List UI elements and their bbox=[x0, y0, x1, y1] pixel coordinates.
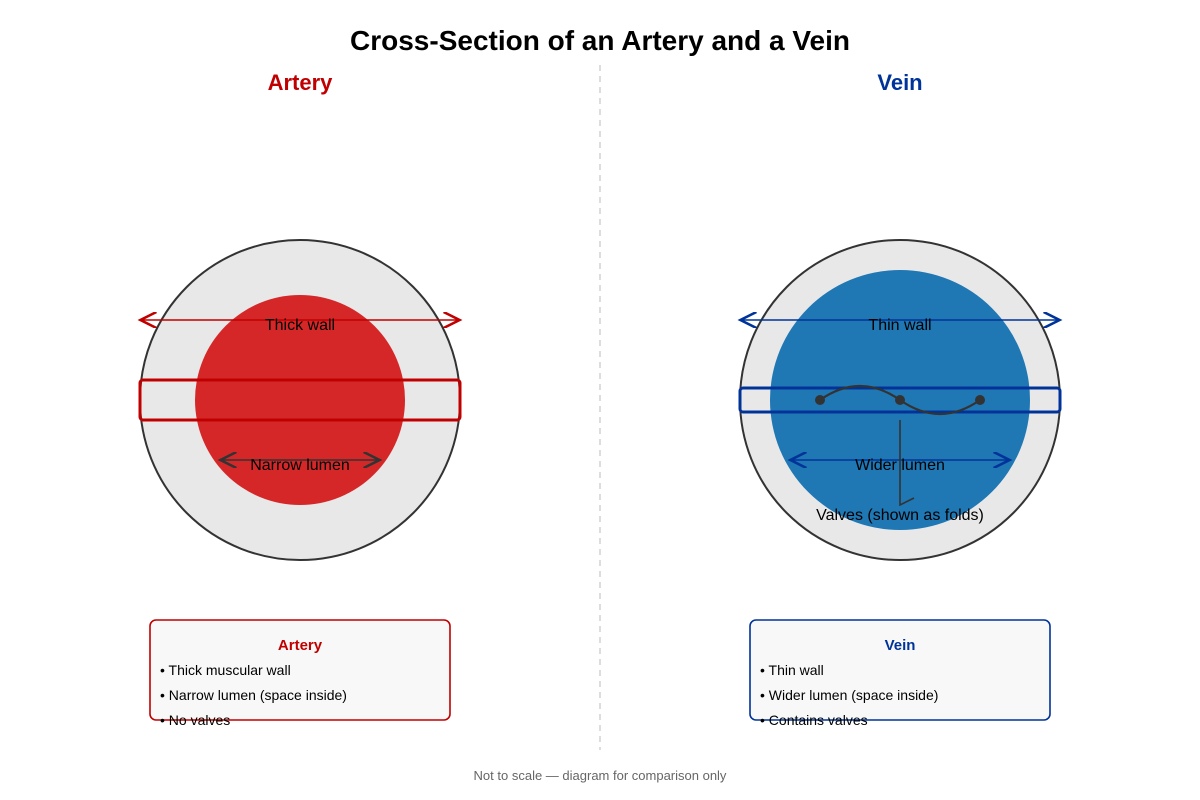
vein-legend: Vein • Thin wall • Wider lumen (space in… bbox=[749, 619, 1051, 728]
vein-wall-label: Thin wall bbox=[868, 317, 931, 334]
valve-point bbox=[895, 395, 905, 405]
artery-lumen-label: Narrow lumen bbox=[250, 457, 350, 474]
vein-legend-box bbox=[749, 619, 1051, 721]
artery-legend-item: • Narrow lumen (space inside) bbox=[160, 687, 347, 703]
artery-legend-item: • No valves bbox=[160, 712, 230, 728]
valve-label: Valves (shown as folds) bbox=[816, 507, 984, 524]
valve-point bbox=[815, 395, 825, 405]
diagram-title: Cross-Section of an Artery and a Vein bbox=[350, 25, 850, 56]
footnote: Not to scale — diagram for comparison on… bbox=[474, 768, 727, 783]
artery-section-band bbox=[138, 378, 462, 422]
artery-panel: Artery Thick wall Narrow lumen Artery • … bbox=[140, 70, 460, 728]
vein-panel: Vein Thin wall Wider lumen Valves (shown… bbox=[740, 70, 1060, 728]
artery-legend: Artery • Thick muscular wall • Narrow lu… bbox=[149, 619, 451, 728]
vein-section-band bbox=[738, 386, 1062, 414]
vein-legend-item: • Contains valves bbox=[760, 712, 868, 728]
vein-legend-title: Vein bbox=[885, 637, 916, 654]
vein-legend-item: • Thin wall bbox=[760, 662, 824, 678]
valve-point bbox=[975, 395, 985, 405]
artery-legend-title: Artery bbox=[278, 637, 323, 654]
artery-legend-item: • Thick muscular wall bbox=[160, 662, 291, 678]
artery-heading: Artery bbox=[268, 70, 334, 95]
vein-heading: Vein bbox=[877, 70, 922, 95]
artery-legend-box bbox=[149, 619, 451, 721]
valve-pointer bbox=[899, 420, 915, 507]
vein-legend-item: • Wider lumen (space inside) bbox=[760, 687, 938, 703]
artery-wall-label: Thick wall bbox=[265, 317, 335, 334]
